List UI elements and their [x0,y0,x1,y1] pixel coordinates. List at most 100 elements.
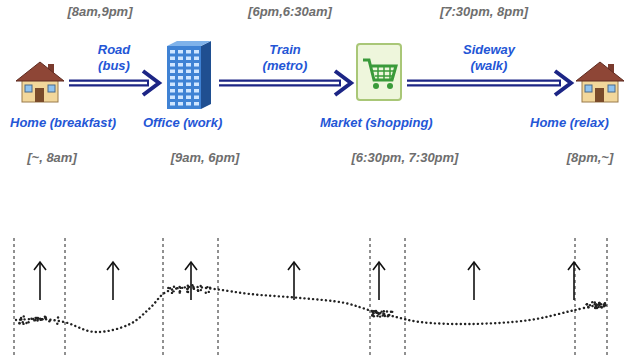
time-interval: [9am, 6pm] [171,150,240,166]
house-icon [575,60,625,104]
arrow-head [335,71,351,95]
gps-point [191,284,193,286]
cart-icon [355,42,403,102]
up-arrow-shaft [39,262,41,300]
gps-point [167,287,169,289]
segment-boundary [218,238,219,356]
gps-point [197,290,199,292]
gps-point [197,289,199,291]
gps-point [208,291,210,293]
arrow-shaft-inner [219,82,339,85]
building-icon [163,38,215,110]
gps-point [383,310,385,312]
gps-point [591,301,593,303]
gps-point [382,314,384,316]
gps-point [205,292,207,294]
place-label: Home (breakfast) [10,115,116,131]
gps-point [594,307,596,309]
gps-point [57,316,59,318]
up-arrow-shaft [112,262,114,300]
segment-boundary [575,238,576,356]
arrow-shaft-inner [407,82,559,85]
gps-point [48,320,50,322]
gps-point [30,318,32,320]
time-interval: [6:30pm, 7:30pm] [352,150,459,166]
up-arrow-head [373,262,385,270]
gps-point [594,301,596,303]
gps-point [178,286,180,288]
gps-point [22,321,24,323]
gps-point [598,302,600,304]
gps-point [36,319,38,321]
gps-point [25,322,27,324]
gps-point [23,315,25,317]
arrow-shaft [407,80,561,87]
up-arrow [34,262,46,300]
gps-point [193,287,195,289]
time-interval: [8pm,~] [567,150,614,166]
gps-point [181,287,183,289]
transport-arrow [407,71,571,95]
up-arrow [373,262,385,300]
gps-point [604,304,606,306]
building-stop: Office (work) [143,38,222,131]
up-arrow [468,262,480,300]
gps-point [586,303,588,305]
gps-point [186,291,188,293]
gps-point [187,291,189,293]
segment-boundary [370,238,371,356]
gps-point [209,286,211,288]
gps-point [193,288,195,290]
gps-point [33,319,35,321]
transport-mode: Sideway (walk) [463,42,515,74]
gps-point [390,311,392,313]
gps-point [199,285,201,287]
gps-point [598,306,600,308]
gps-point [56,323,58,325]
segment-boundary [163,238,164,356]
up-arrow-shaft [190,262,192,300]
gps-point [39,317,41,319]
gps-point [595,303,597,305]
gps-point [18,322,20,324]
gps-point [206,286,208,288]
time-interval: [6pm,6:30am] [248,4,332,20]
house-icon [15,60,65,104]
gps-point [187,285,189,287]
gps-point [20,318,22,320]
gps-point [173,286,175,288]
up-arrow [107,262,119,300]
gps-point [595,303,597,305]
arrow-shaft [219,80,341,87]
gps-point [187,287,189,289]
up-arrow-shaft [293,262,295,300]
gps-point [172,290,174,292]
up-arrow [185,262,197,300]
up-arrow-shaft [573,262,575,300]
place-label: Market (shopping) [320,115,433,131]
up-arrow-head [107,262,119,270]
gps-point [373,310,375,312]
house-stop: Home (relax) [530,60,625,131]
gps-point [587,306,589,308]
up-arrow-head [568,262,580,270]
gps-point [36,317,38,319]
transport-arrow [219,71,351,95]
gps-point [388,314,390,316]
transport-arrow [69,71,159,95]
gps-point [372,313,374,315]
gps-point [18,322,20,324]
segment-boundary [65,238,66,356]
up-arrow-head [185,262,197,270]
gps-point [586,303,588,305]
segment-boundary [405,238,406,356]
gps-point [44,317,46,319]
gps-point [373,310,375,312]
gps-point [380,310,382,312]
time-interval: [~, 8am] [27,150,77,166]
gps-point [375,312,377,314]
gps-point [598,302,600,304]
gps-point [594,307,596,309]
